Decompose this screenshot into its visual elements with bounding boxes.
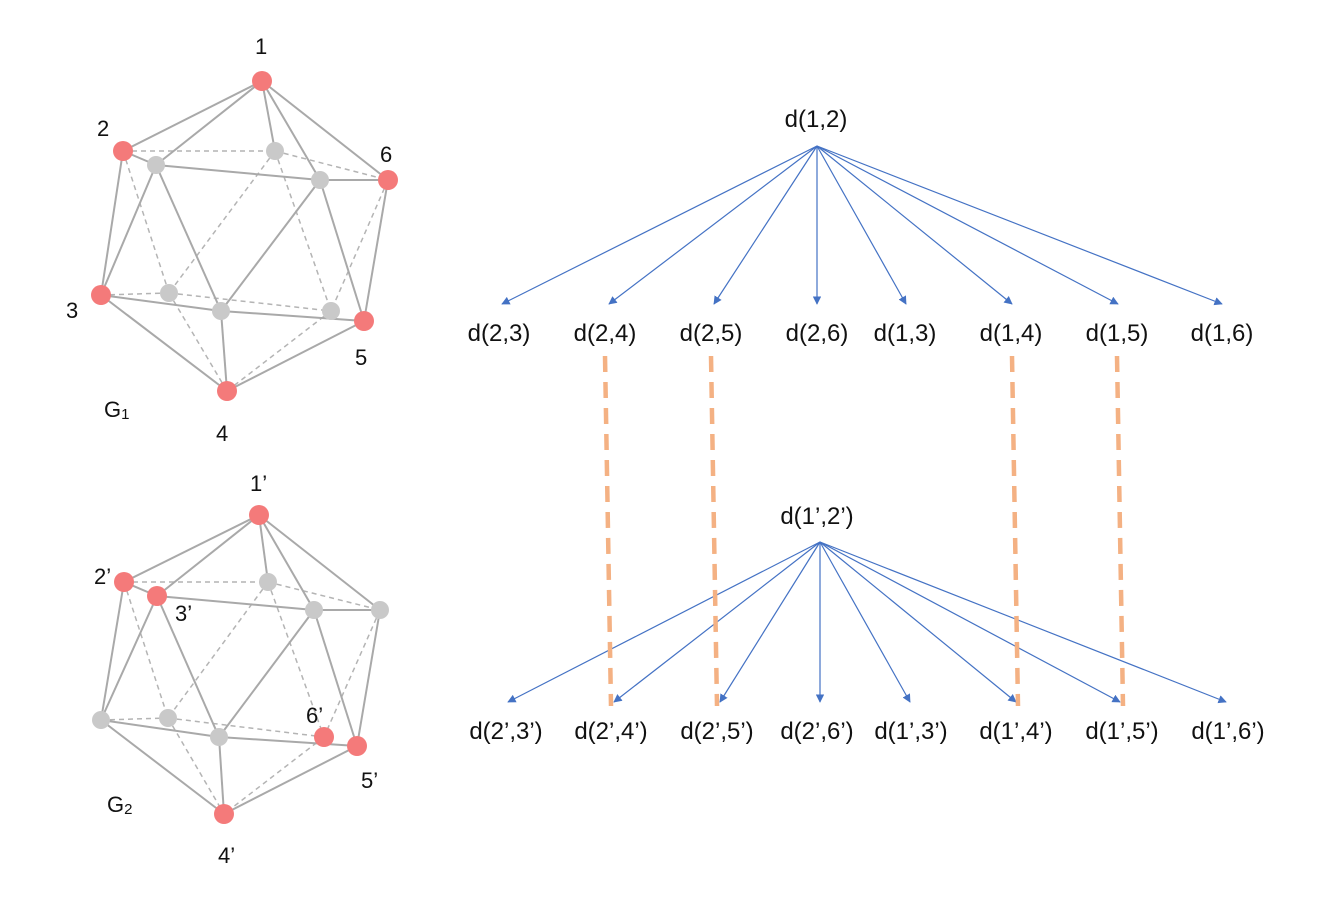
match-line-15 [1114,355,1126,707]
g2-label-4: 4’ [218,843,235,868]
g1-label-4: 4 [216,421,228,446]
g2-vertex-5 [347,736,367,756]
g1-vertex-inner [147,156,165,174]
g2-label-1: 1’ [250,471,267,496]
g2-label-3: 3’ [175,601,192,626]
tree-d12-child: d(1,3) [874,320,937,347]
tree-d1p2p-child: d(2’,6’) [780,718,853,745]
g1-label-6: 6 [380,142,392,167]
tree-d12-children: d(2,3) d(2,4) d(2,5) d(2,6) d(1,3) d(1,4… [468,320,1254,347]
g1-label-1: 1 [255,34,267,59]
g2-vertex-inner [210,728,228,746]
g2-vertex-2 [114,572,134,592]
g1-vertex-1 [252,71,272,91]
match-line-24 [602,355,614,707]
tree-d12-child: d(1,4) [980,320,1043,347]
tree-d1p2p-children: d(2’,3’) d(2’,4’) d(2’,5’) d(2’,6’) d(1’… [469,718,1264,745]
tree-d1p2p-child: d(1’,5’) [1085,718,1158,745]
tree-d12-child: d(1,5) [1086,320,1149,347]
g1-vertex-5 [354,311,374,331]
match-lines [602,355,1126,707]
graph-g2-nodes [92,505,389,824]
g2-label-5: 5’ [361,768,378,793]
g2-vertex-outer [92,711,110,729]
g2-vertex-4 [214,804,234,824]
g2-vertex-hidden [259,573,277,591]
tree-d12-arrows [501,145,1223,306]
g2-graph-name: G2 [107,792,132,818]
g1-vertex-inner [212,302,230,320]
tree-d1p2p-child: d(2’,5’) [680,718,753,745]
g2-vertex-hidden [159,709,177,727]
g2-vertex-6 [314,727,334,747]
tree-d1p2p-child: d(2’,4’) [574,718,647,745]
tree-d12: d(1,2) d(2,3) d(2,4) d(2,5) d(2,6) d(1,3… [468,106,1254,347]
tree-d1p2p-child: d(1’,6’) [1191,718,1264,745]
tree-d1p2p: d(1’,2’) d(2’,3’) d(2’,4’) d(2’,5’) d(2’… [469,503,1264,745]
graph-g2: 1’ 2’ 3’ 4’ 5’ 6’ G2 [92,471,389,868]
graph-g2-dashed-edges [100,581,381,815]
g1-vertex-4 [217,381,237,401]
g1-vertex-2 [113,141,133,161]
g1-vertex-hidden [266,142,284,160]
tree-d12-child: d(2,6) [786,320,849,347]
g2-label-2: 2’ [94,564,111,589]
g1-vertex-hidden [322,302,340,320]
graph-g2-solid-edges [100,514,381,815]
g1-vertex-hidden [160,284,178,302]
tree-d1p2p-arrows [507,541,1227,704]
graph-g1-labels: 1 2 3 4 5 6 G1 [66,34,392,446]
g1-graph-name: G1 [104,397,129,423]
tree-d12-child: d(2,3) [468,320,531,347]
graph-g1: 1 2 3 4 5 6 G1 [66,34,398,446]
graph-g1-solid-edges [100,80,389,392]
tree-d12-root: d(1,2) [785,106,848,133]
graph-g1-dashed-edges [100,150,389,392]
tree-d12-child: d(2,5) [680,320,743,347]
tree-d12-child: d(2,4) [574,320,637,347]
graph-g1-nodes [91,71,398,401]
tree-d1p2p-child: d(1’,3’) [874,718,947,745]
g2-vertex-inner [305,601,323,619]
g2-vertex-3 [147,586,167,606]
tree-d1p2p-child: d(2’,3’) [469,718,542,745]
g1-vertex-6 [378,170,398,190]
tree-d12-child: d(1,6) [1191,320,1254,347]
match-line-14 [1009,355,1021,707]
g1-label-2: 2 [97,116,109,141]
g2-label-6: 6’ [306,703,323,728]
graph-g2-labels: 1’ 2’ 3’ 4’ 5’ 6’ G2 [94,471,378,868]
g1-vertex-3 [91,285,111,305]
tree-d1p2p-child: d(1’,4’) [979,718,1052,745]
g1-label-3: 3 [66,298,78,323]
g2-vertex-1 [249,505,269,525]
match-line-25 [708,355,720,707]
tree-d1p2p-root: d(1’,2’) [780,503,853,530]
g1-label-5: 5 [355,345,367,370]
g2-vertex-outer [371,601,389,619]
g1-vertex-inner [311,171,329,189]
